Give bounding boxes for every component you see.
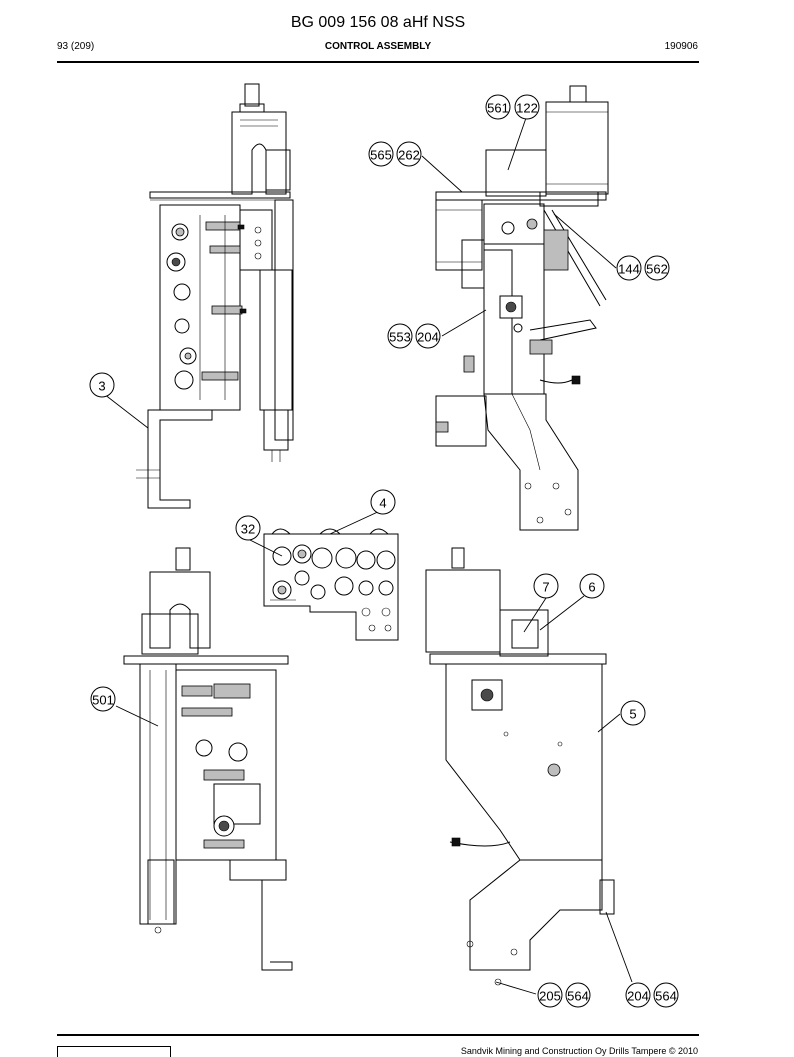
svg-text:205: 205 <box>539 989 561 1004</box>
document-title: BG 009 156 08 aHf NSS <box>290 14 466 31</box>
callout-6: 6 <box>579 573 605 599</box>
callout-565: 565 <box>368 141 394 167</box>
callout-32: 32 <box>235 515 261 541</box>
section-title: CONTROL ASSEMBLY <box>324 41 432 52</box>
view-top-right <box>435 85 609 531</box>
view-manifold <box>263 528 399 641</box>
svg-text:144: 144 <box>618 262 640 277</box>
callout-262: 262 <box>396 141 422 167</box>
page-number: 93 (209) <box>57 41 95 52</box>
svg-text:204: 204 <box>627 989 649 1004</box>
callout-204-lower: 204 <box>625 982 651 1008</box>
header-rule <box>57 61 699 63</box>
callout-122: 122 <box>514 94 540 120</box>
svg-text:565: 565 <box>370 148 392 163</box>
svg-text:262: 262 <box>398 148 420 163</box>
callout-501: 501 <box>90 686 116 712</box>
svg-text:564: 564 <box>655 989 677 1004</box>
company-logo <box>57 1046 171 1057</box>
svg-text:561: 561 <box>487 101 509 116</box>
svg-text:501: 501 <box>92 693 114 708</box>
callout-205: 205 <box>537 982 563 1008</box>
svg-text:3: 3 <box>98 379 105 394</box>
svg-text:564: 564 <box>567 989 589 1004</box>
view-bottom-right <box>425 547 615 986</box>
footer-rule <box>57 1034 699 1036</box>
svg-text:4: 4 <box>379 496 386 511</box>
callout-564-lower: 564 <box>653 982 679 1008</box>
svg-text:553: 553 <box>389 330 411 345</box>
svg-text:5: 5 <box>629 707 636 722</box>
callout-144: 144 <box>616 255 642 281</box>
svg-text:6: 6 <box>588 580 595 595</box>
callout-4: 4 <box>370 489 396 515</box>
callout-564: 564 <box>565 982 591 1008</box>
callout-7: 7 <box>533 573 559 599</box>
svg-text:7: 7 <box>542 580 549 595</box>
leader-lines <box>103 117 633 995</box>
callout-553: 553 <box>387 323 413 349</box>
callout-562: 562 <box>644 255 670 281</box>
footer-copyright: Sandvik Mining and Construction Oy Drill… <box>460 1046 698 1056</box>
view-bottom-left <box>123 547 293 971</box>
svg-text:562: 562 <box>646 262 668 277</box>
svg-text:204: 204 <box>417 330 439 345</box>
svg-text:32: 32 <box>241 522 255 537</box>
callout-204: 204 <box>415 323 441 349</box>
callout-3: 3 <box>89 372 115 398</box>
view-top-left <box>136 83 294 509</box>
callout-5: 5 <box>620 700 646 726</box>
svg-text:122: 122 <box>516 101 538 116</box>
date-code: 190906 <box>664 41 698 52</box>
callout-561: 561 <box>485 94 511 120</box>
